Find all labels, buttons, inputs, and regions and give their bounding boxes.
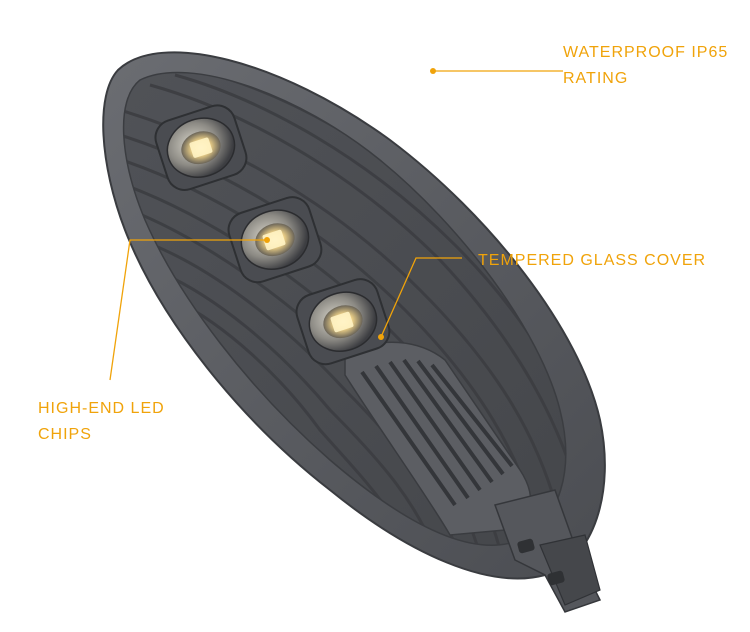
callout-waterproof (430, 68, 563, 74)
label-waterproof-rating: WATERPROOF IP65 RATING (563, 40, 728, 92)
label-tempered-glass-cover: TEMPERED GLASS COVER (478, 248, 706, 274)
label-waterproof-line1: WATERPROOF IP65 (563, 44, 729, 61)
label-led-chips: HIGH-END LED CHIPS (38, 396, 165, 448)
callout-led-chips (109, 237, 270, 381)
label-glass-line1: TEMPERED GLASS COVER (478, 252, 707, 269)
label-waterproof-line2: RATING (563, 70, 629, 87)
mounting-clamp (494, 489, 602, 613)
led-module-1 (154, 104, 248, 191)
callout-glass-cover (378, 257, 462, 340)
label-chips-line1: HIGH-END LED (38, 400, 165, 417)
led-module-2 (227, 196, 323, 284)
heat-sink-block (344, 341, 532, 536)
label-chips-line2: CHIPS (38, 426, 92, 443)
led-module-3 (295, 278, 391, 366)
